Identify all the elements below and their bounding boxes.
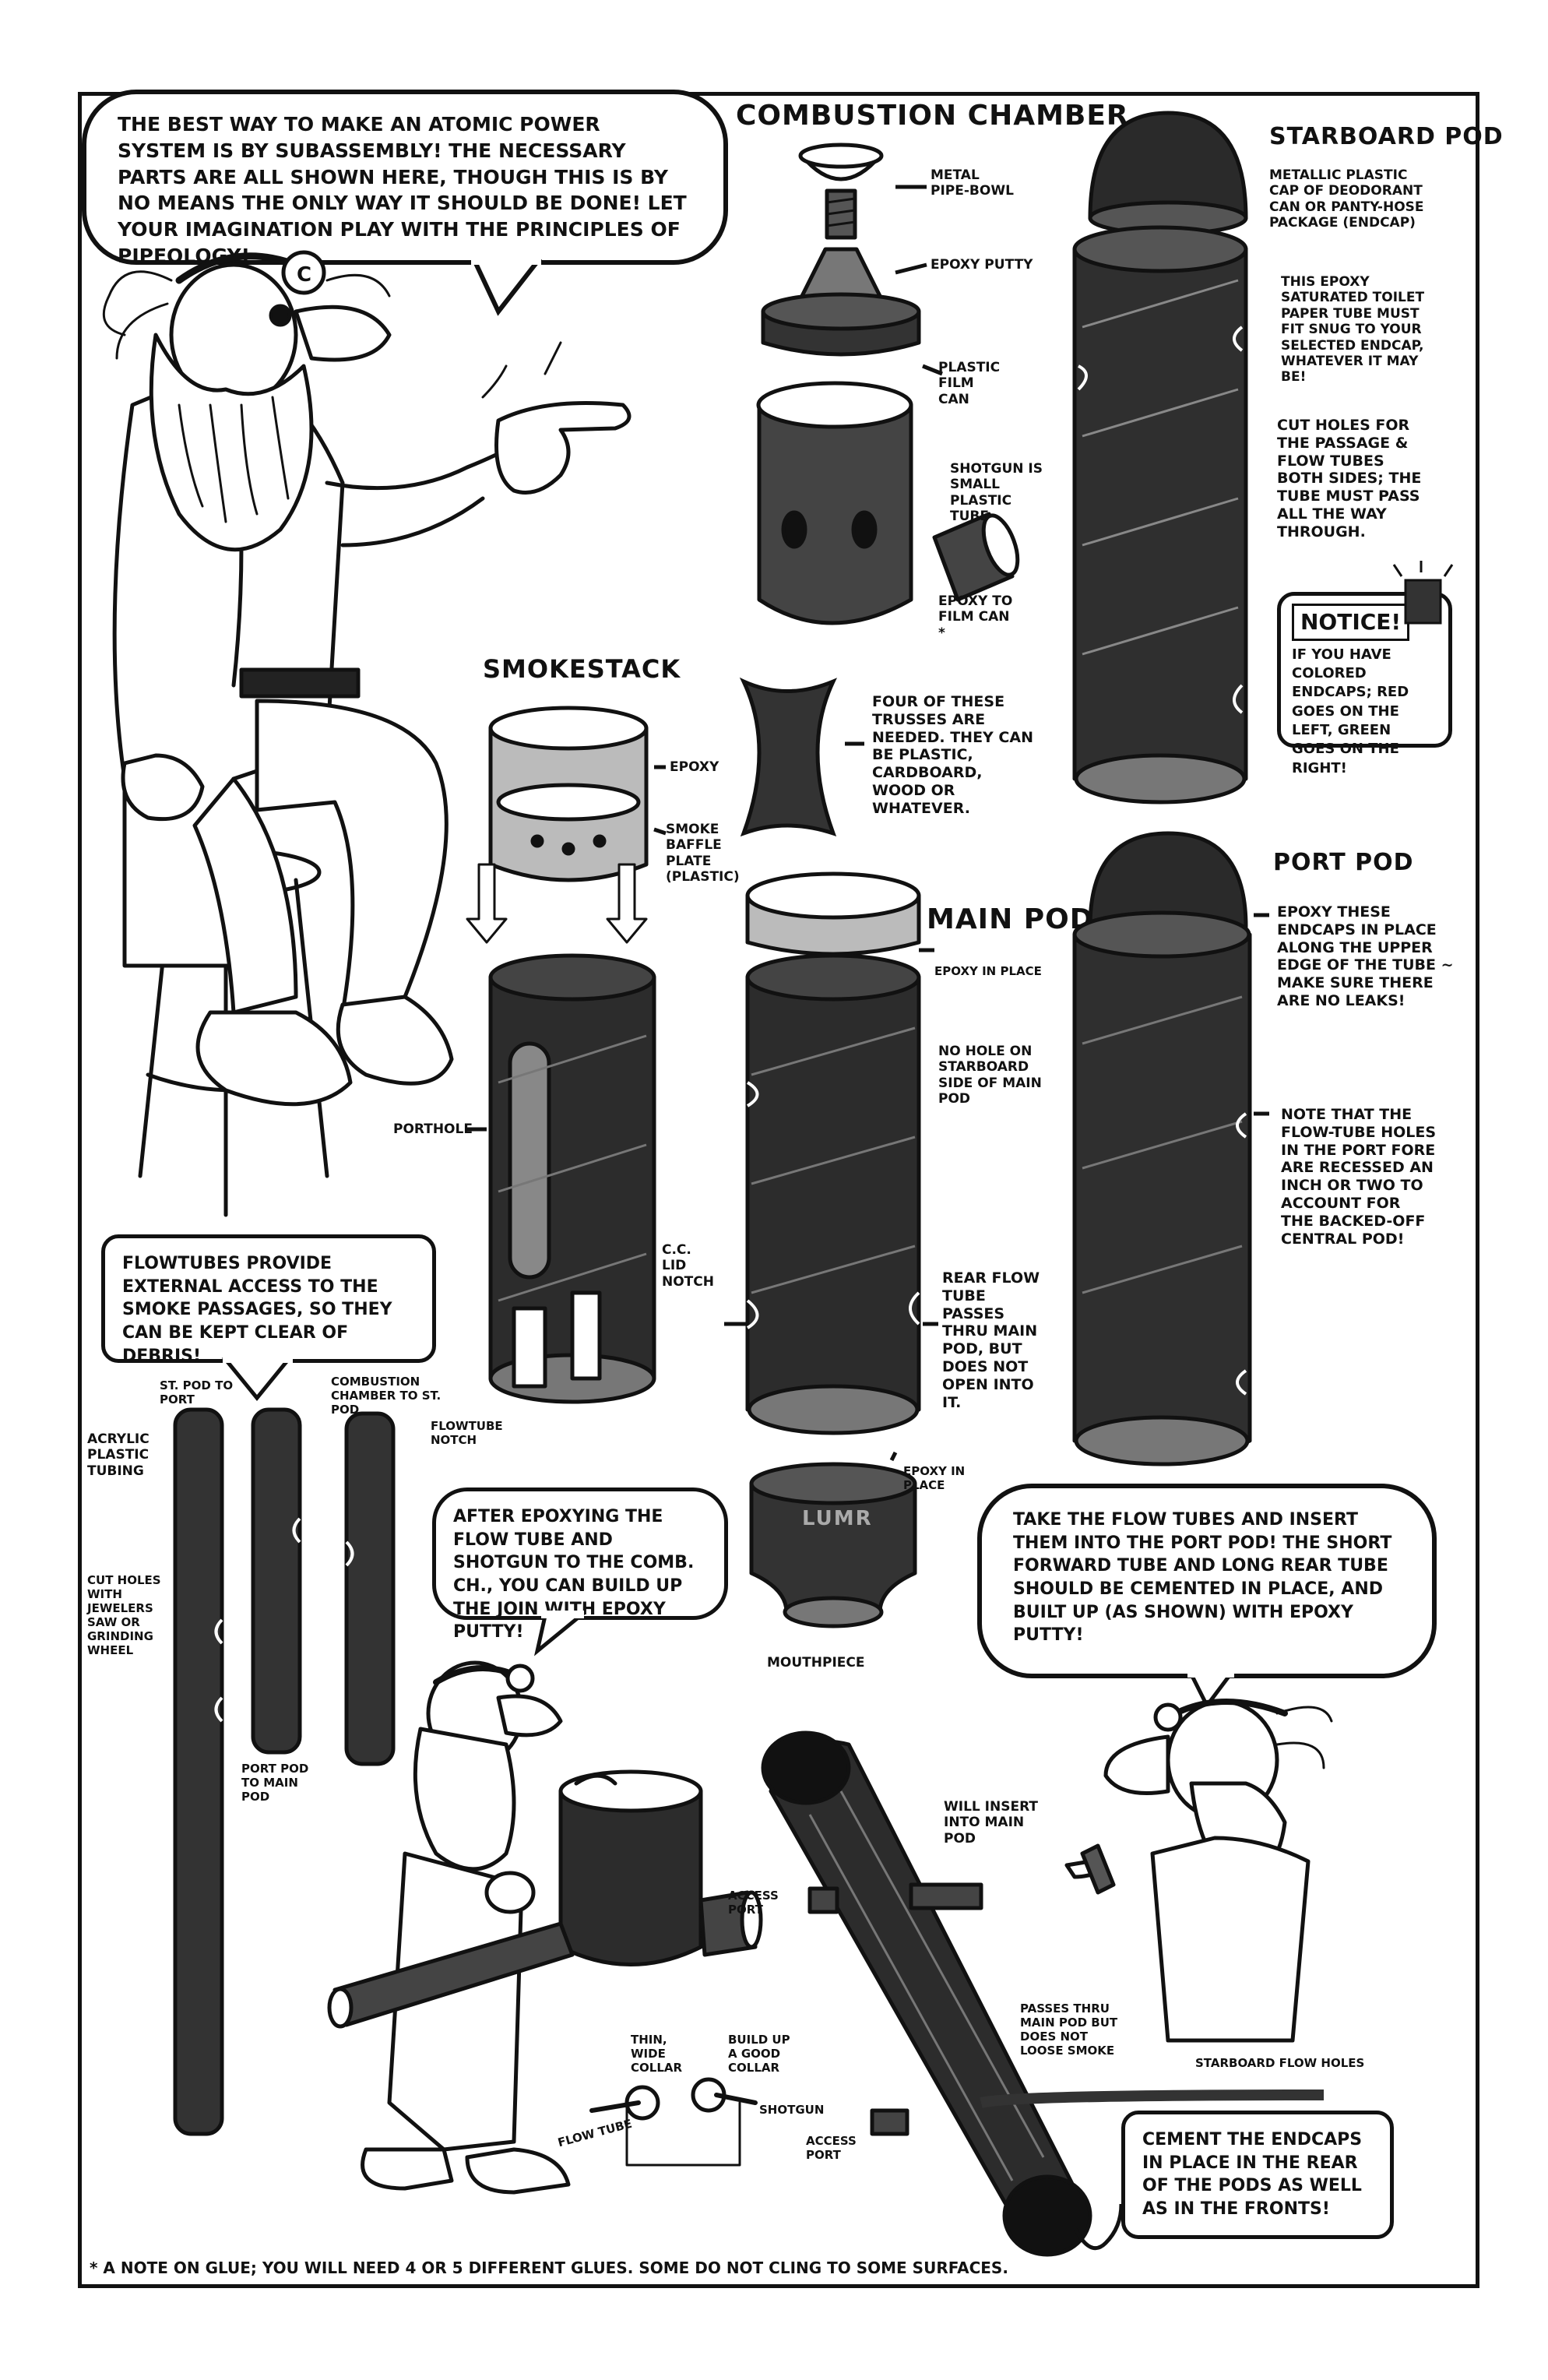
epoxying-text: AFTER EPOXYING THE FLOW TUBE AND SHOTGUN… [453,1507,695,1642]
notice-text: IF YOU HAVE COLORED ENDCAPS; RED GOES ON… [1292,646,1409,776]
label-flowtube-notch: FLOWTUBE NOTCH [431,1419,503,1447]
label-endcap: METALLIC PLASTIC CAP OF DEODORANT CAN OR… [1269,167,1424,231]
label-epoxy: EPOXY [670,759,719,775]
label-rear-flow: REAR FLOW TUBE PASSES THRU MAIN POD, BUT… [942,1269,1040,1411]
port-pod-title: PORT POD [1273,849,1414,876]
label-trusses: FOUR OF THESE TRUSSES ARE NEEDED. THEY C… [872,693,1033,817]
label-epoxy-in-place-2: EPOXY IN PLACE [903,1464,966,1492]
label-epoxy-endcaps: EPOXY THESE ENDCAPS IN PLACE ALONG THE U… [1277,903,1454,1009]
mouthpiece-brand: LUMR [802,1507,873,1530]
label-porthole: PORTHOLE [393,1121,473,1137]
insert-text: TAKE THE FLOW TUBES AND INSERT THEM INTO… [1013,1510,1392,1646]
label-will-insert: WILL INSERT INTO MAIN POD [944,1799,1038,1847]
label-shotgun-2: SHOTGUN [759,2103,825,2117]
label-mouthpiece: MOUTHPIECE [767,1655,865,1671]
label-toilet-tube: THIS EPOXY SATURATED TOILET PAPER TUBE M… [1281,274,1425,386]
label-film-can: PLASTIC FILM CAN [938,360,1001,407]
starboard-pod-title: STARBOARD POD [1269,123,1504,150]
label-epoxy-in-place: EPOXY IN PLACE [934,964,1042,978]
svg-text:C: C [297,263,311,287]
label-acrylic: ACRYLIC PLASTIC TUBING [87,1431,150,1479]
label-starboard-flow: STARBOARD FLOW HOLES [1195,2056,1365,2070]
label-epoxy-film: EPOXY TO FILM CAN * [938,593,1013,641]
label-access-1: ACCESS PORT [728,1889,779,1917]
label-epoxy-putty: EPOXY PUTTY [931,257,1033,273]
label-no-hole: NO HOLE ON STARBOARD SIDE OF MAIN POD [938,1044,1042,1107]
label-baffle: SMOKE BAFFLE PLATE (PLASTIC) [666,822,740,885]
label-cut-jewel: CUT HOLES WITH JEWELERS SAW OR GRINDING … [87,1573,161,1657]
main-pod-title: MAIN POD [927,903,1094,935]
label-cut-holes: CUT HOLES FOR THE PASSAGE & FLOW TUBES B… [1277,417,1422,540]
flowtubes-text: FLOWTUBES PROVIDE EXTERNAL ACCESS TO THE… [122,1254,392,1366]
label-good-collar: BUILD UP A GOOD COLLAR [728,2033,790,2075]
endcaps-text: CEMENT THE ENDCAPS IN PLACE IN THE REAR … [1142,2130,1363,2220]
label-st-pod-port: ST. POD TO PORT [160,1378,234,1407]
label-shotgun: SHOTGUN IS SMALL PLASTIC TUBE [950,461,1043,525]
label-thin-collar: THIN, WIDE COLLAR [631,2033,683,2075]
label-cc-st-pod: COMBUSTION CHAMBER TO ST. POD [331,1375,442,1417]
endcaps-box: CEMENT THE ENDCAPS IN PLACE IN THE REAR … [1121,2111,1394,2239]
glue-footnote: * A NOTE ON GLUE; YOU WILL NEED 4 OR 5 D… [90,2259,1008,2277]
page-frame [78,92,1479,2288]
intro-speech-balloon: THE BEST WAY TO MAKE AN ATOMIC POWER SYS… [82,90,728,267]
label-metal-bowl: METAL PIPE-BOWL [931,167,1014,199]
label-port-main: PORT POD TO MAIN POD [241,1762,309,1804]
smokestack-title: SMOKESTACK [483,654,681,684]
label-passes-thru: PASSES THRU MAIN POD BUT DOES NOT LOOSE … [1020,2002,1118,2058]
epoxying-balloon: AFTER EPOXYING THE FLOW TUBE AND SHOTGUN… [432,1488,728,1642]
flowtubes-box: FLOWTUBES PROVIDE EXTERNAL ACCESS TO THE… [101,1234,436,1366]
intro-text: THE BEST WAY TO MAKE AN ATOMIC POWER SYS… [118,113,687,267]
combustion-chamber-title: COMBUSTION CHAMBER [736,100,1129,132]
label-access-2: ACCESS PORT [806,2134,857,2162]
label-note-flow: NOTE THAT THE FLOW-TUBE HOLES IN THE POR… [1281,1106,1437,1248]
label-cc-lid: C.C. LID NOTCH [662,1242,714,1290]
